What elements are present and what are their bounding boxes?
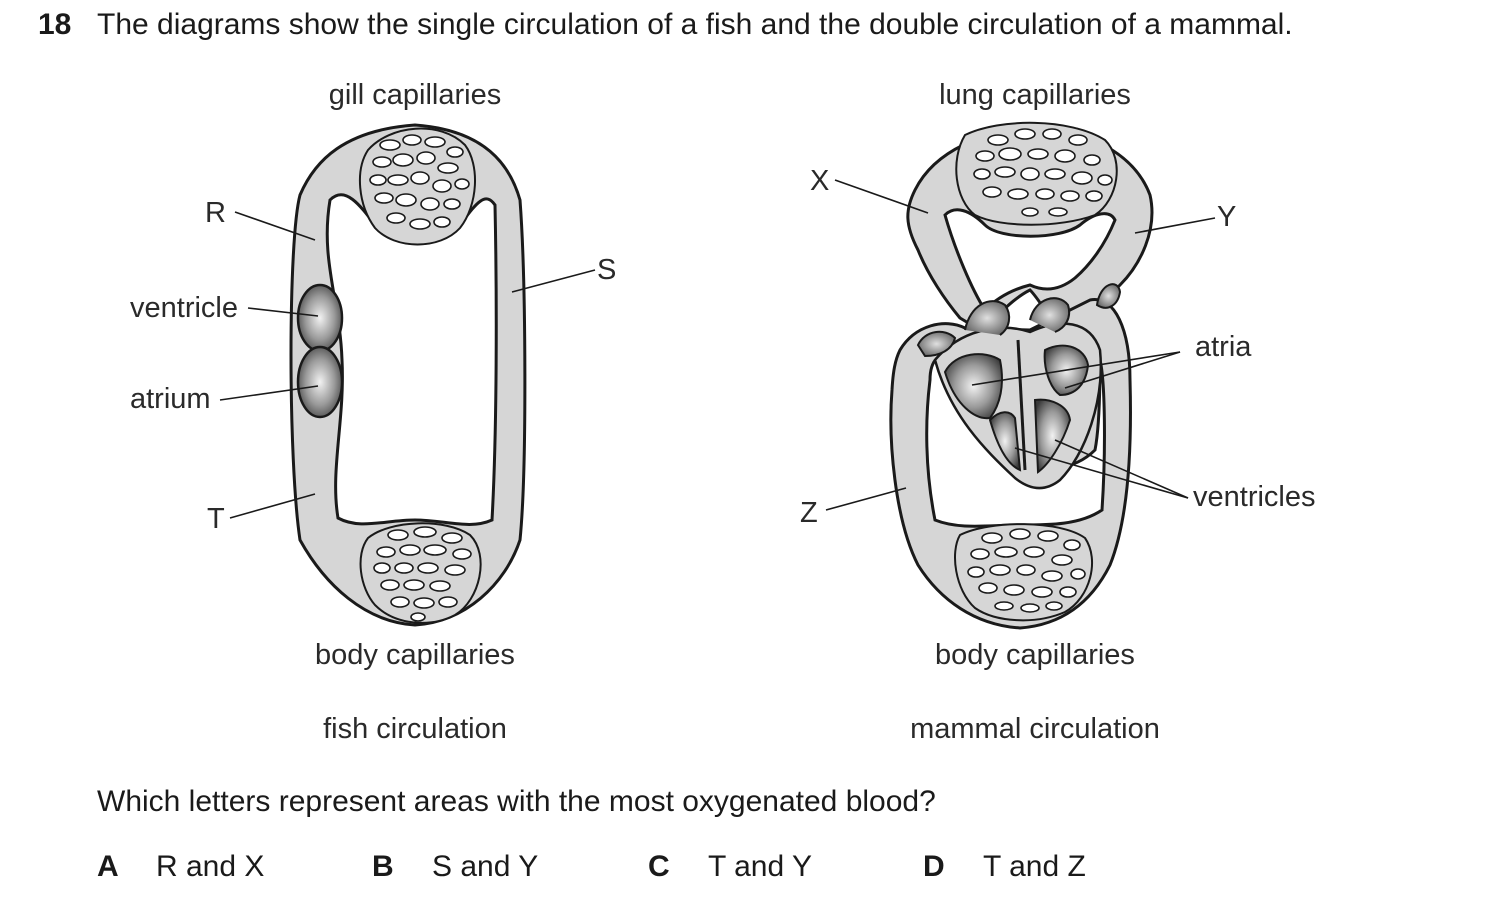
mammal-body-capillary-pores [967, 528, 1086, 613]
left-atrium-chamber [943, 353, 1003, 420]
label-X: X [810, 165, 829, 197]
mammal-bottom-label: body capillaries [935, 639, 1135, 671]
mammal-top-label: lung capillaries [939, 79, 1131, 111]
question-number: 18 [38, 8, 72, 41]
fish-label-lines [219, 211, 596, 519]
fish-bottom-label: body capillaries [315, 639, 515, 671]
fish-ventricle-chamber [296, 283, 344, 353]
label-atria: atria [1195, 331, 1252, 363]
option-c-text[interactable]: T and Y [708, 850, 812, 883]
label-R: R [205, 197, 226, 229]
label-Y: Y [1217, 201, 1236, 233]
label-S: S [597, 254, 616, 286]
lung-capillary-pores [973, 128, 1113, 217]
septum [1016, 339, 1027, 471]
mammal-label-lines [825, 179, 1216, 511]
option-b-text[interactable]: S and Y [432, 850, 539, 883]
vena-cava-stub [916, 330, 957, 358]
fish-body-capillary-pores [373, 526, 472, 622]
label-Z: Z [800, 497, 818, 529]
question-prompt: Which letters represent areas with the m… [97, 785, 936, 818]
option-d-text[interactable]: T and Z [983, 850, 1086, 883]
label-ventricle: ventricle [130, 292, 238, 324]
mammal-diagram: lung capillaries X Y atria ventricles Z … [800, 79, 1316, 745]
mammal-caption: mammal circulation [910, 713, 1160, 745]
fish-top-label: gill capillaries [329, 79, 501, 111]
right-ventricle-chamber [1033, 398, 1072, 474]
circulation-diagrams: gill capillaries R ventricle atrium T S … [130, 79, 1316, 745]
fish-diagram: gill capillaries R ventricle atrium T S … [130, 79, 616, 745]
pulmonary-artery [1029, 297, 1071, 333]
aortic-arch [964, 300, 1011, 336]
option-b-letter[interactable]: B [372, 850, 394, 883]
option-a-text[interactable]: R and X [156, 850, 265, 883]
option-d-letter[interactable]: D [923, 850, 945, 883]
fish-atrium-chamber [296, 345, 344, 419]
label-T: T [207, 503, 225, 535]
label-ventricles: ventricles [1193, 481, 1316, 513]
label-atrium: atrium [130, 383, 211, 415]
pulmonary-vein-stub [1095, 283, 1122, 309]
question-text: The diagrams show the single circulation… [97, 8, 1293, 41]
option-a-letter[interactable]: A [97, 850, 119, 883]
fish-caption: fish circulation [323, 713, 507, 745]
left-ventricle-chamber [988, 411, 1022, 472]
option-c-letter[interactable]: C [648, 850, 670, 883]
gill-capillary-pores [369, 134, 470, 230]
